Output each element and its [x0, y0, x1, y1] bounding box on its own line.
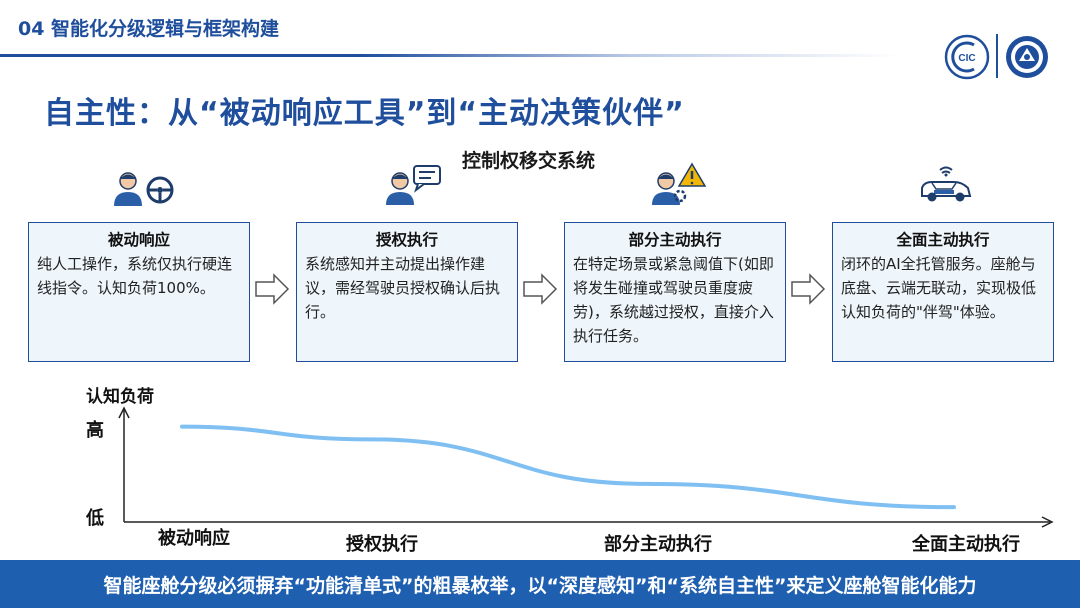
section-title: 04 智能化分级逻辑与框架构建 — [18, 18, 280, 40]
stage-box-authorized-execution: 授权执行 系统感知并主动提出操作建议，需经驾驶员授权确认后执行。 — [296, 222, 518, 362]
stage-description: 在特定场景或紧急阈值下(如即将发生碰撞或驾驶员重度疲劳)，系统越过授权，直接介入… — [573, 255, 774, 345]
stage-title: 授权执行 — [375, 231, 438, 249]
cognitive-load-chart: 认知负荷 高低 被动响应 授权执行 部分主动执行 全面主动执行 — [85, 386, 1054, 555]
arrow-right-icon — [255, 273, 290, 305]
stage-description: 系统感知并主动提出操作建议，需经驾驶员授权确认后执行。 — [305, 255, 501, 321]
stage-title: 部分主动执行 — [628, 231, 722, 249]
y-tick-label: 低 — [85, 507, 104, 529]
arrow-right-icon — [791, 273, 826, 305]
x-tick-label: 被动响应 — [158, 527, 230, 549]
person-speech-bubble-icon — [386, 165, 441, 205]
connected-car-icon — [921, 166, 972, 202]
x-tick-label: 全面主动执行 — [911, 533, 1020, 555]
y-axis-arrow — [118, 406, 130, 419]
arrow-right-icon — [523, 273, 558, 305]
chart-axes — [118, 406, 1054, 528]
stage-description: 纯人工操作，系统仅执行硬连线指令。认知负荷100%。 — [37, 255, 233, 297]
person-gear-warning-icon — [652, 162, 707, 205]
logo-separator — [996, 34, 998, 78]
stage-box-passive-response: 被动响应 纯人工操作，系统仅执行硬连线指令。认知负荷100%。 — [28, 222, 250, 362]
stage-title: 被动响应 — [107, 231, 170, 249]
stage-description: 闭环的AI全托管服务。座舱与底盘、云端无联动，实现极低认知负荷的"伴驾"体验。 — [841, 255, 1037, 321]
y-axis-label: 认知负荷 — [86, 386, 154, 407]
cic-logo: CIC — [944, 34, 990, 80]
y-tick-label: 高 — [86, 419, 104, 441]
page-title: 自主性：从“被动响应工具”到“主动决策伙伴” — [44, 96, 685, 131]
stage-box-partial-active-execution: 部分主动执行 在特定场景或紧急阈值下(如即将发生碰撞或驾驶员重度疲劳)，系统越过… — [564, 222, 786, 362]
svg-text:CIC: CIC — [958, 53, 975, 64]
header-divider — [0, 54, 900, 57]
flow-title: 控制权移交系统 — [462, 150, 596, 172]
x-tick-label: 授权执行 — [346, 533, 418, 555]
stage-box-full-active-execution: 全面主动执行 闭环的AI全托管服务。座舱与底盘、云端无联动，实现极低认知负荷的"… — [832, 222, 1054, 362]
x-tick-label: 部分主动执行 — [604, 533, 712, 555]
x-axis-arrow — [1041, 516, 1054, 528]
person-steering-wheel-icon — [114, 172, 174, 206]
stage-title: 全面主动执行 — [896, 231, 990, 249]
footer-banner: 智能座舱分级必须摒弃“功能清单式”的粗暴枚举，以“深度感知”和“系统自主性”来定… — [0, 560, 1080, 608]
society-seal-logo — [1006, 36, 1048, 78]
cognitive-load-line — [180, 424, 956, 510]
